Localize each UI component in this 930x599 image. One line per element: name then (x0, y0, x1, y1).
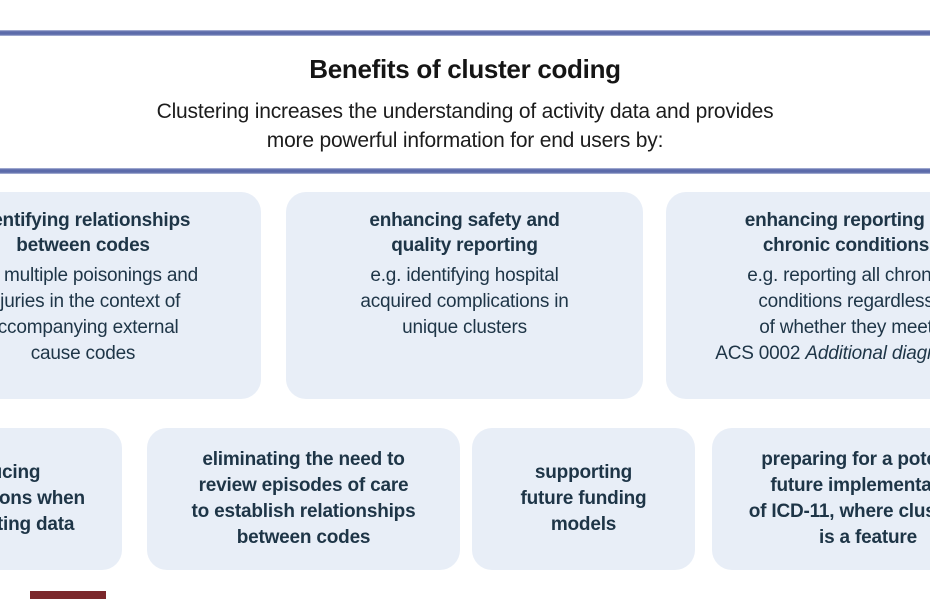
subtitle-line-2: more powerful information for end users … (266, 129, 664, 152)
page-title: Benefits of cluster coding (309, 54, 621, 84)
benefit-card-icd11-preparation: preparing for a potentialfuture implemen… (712, 428, 930, 570)
footer-accent-bar (30, 591, 106, 599)
acs-reference: ACS 0002 (715, 343, 806, 364)
top-divider (0, 30, 930, 36)
acs-reference-italic: Additional diagnoses (805, 343, 930, 364)
card-title: preparing for a potentialfuture implemen… (748, 449, 930, 548)
page-subtitle: Clustering increases the understanding o… (0, 97, 930, 155)
benefit-card-reducing-assumptions: reducingassumptions wheninterpreting dat… (0, 428, 122, 570)
mid-divider (0, 168, 930, 174)
card-title: reducingassumptions wheninterpreting dat… (0, 462, 85, 535)
subtitle-line-1: Clustering increases the understanding o… (156, 100, 774, 123)
